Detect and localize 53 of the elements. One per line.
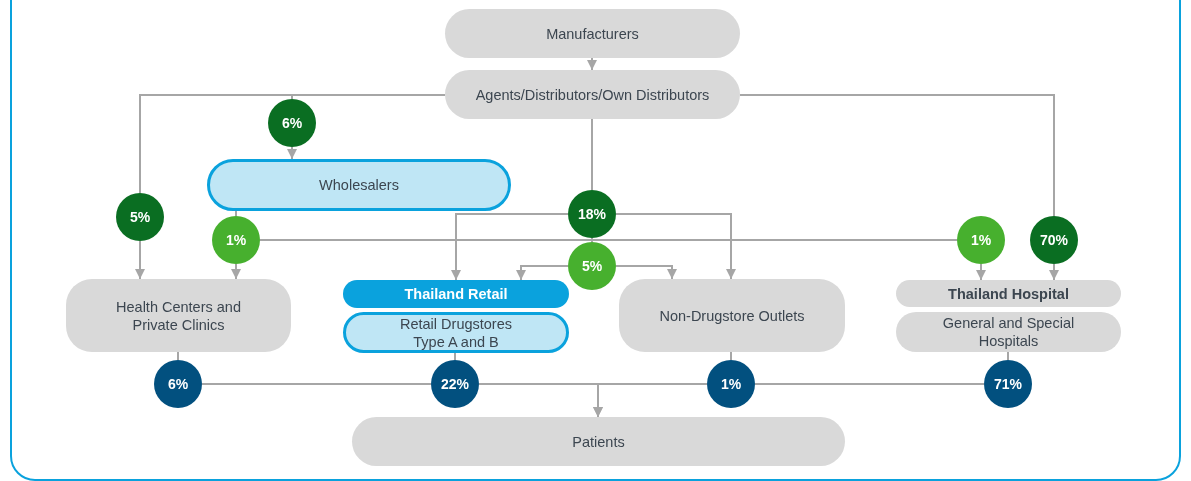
connector-arrow <box>587 57 597 71</box>
rounded-box <box>445 9 740 58</box>
percentage-circle <box>268 99 316 147</box>
connector-arrow <box>1049 263 1059 281</box>
rounded-box <box>619 279 845 352</box>
percentage-circle <box>212 216 260 264</box>
percentage-circle <box>1030 216 1078 264</box>
connector-arrow <box>231 263 241 280</box>
connector-arrow <box>287 146 297 160</box>
percentage-label: 1% <box>970 231 992 249</box>
percentage-label: 6% <box>167 375 189 393</box>
percentage-label: 6% <box>281 114 303 132</box>
rounded-box <box>207 159 511 211</box>
connector-arrow <box>615 213 736 280</box>
percentage-circle <box>116 193 164 241</box>
rounded-box <box>896 312 1121 352</box>
percentage-circle <box>707 360 755 408</box>
rounded-box <box>445 70 740 119</box>
node-label: Non-Drugstore Outlets <box>658 306 806 325</box>
node-label: Health Centers and Private Clinics <box>115 297 242 334</box>
connector-arrow <box>135 240 145 280</box>
rounded-box <box>343 312 569 353</box>
percentage-label: 5% <box>581 257 603 275</box>
connector-arrow <box>516 265 569 281</box>
connector-arrow <box>593 383 708 418</box>
connector-arrow <box>976 263 986 281</box>
connector-arrow <box>615 265 677 280</box>
percentage-circle <box>984 360 1032 408</box>
node-label: Retail Drugstores Type A and B <box>399 314 513 351</box>
rounded-box <box>343 280 569 308</box>
percentage-label: 1% <box>225 231 247 249</box>
node-label: Manufacturers <box>545 24 640 43</box>
percentage-circle <box>568 190 616 238</box>
node-label: Thailand Retail <box>403 285 509 303</box>
percentage-label: 1% <box>720 375 742 393</box>
node-label: Patients <box>571 432 626 451</box>
percentage-label: 22% <box>441 375 469 393</box>
rounded-box <box>352 417 845 466</box>
percentage-label: 5% <box>129 208 151 226</box>
connector-arrow <box>451 213 569 281</box>
node-label: Thailand Hospital <box>947 284 1070 303</box>
percentage-circle <box>957 216 1005 264</box>
percentage-label: 70% <box>1040 231 1068 249</box>
node-label: Wholesalers <box>318 176 400 194</box>
percentage-circle <box>154 360 202 408</box>
node-label: General and Special Hospitals <box>941 314 1076 350</box>
percentage-label: 18% <box>578 205 606 223</box>
percentage-circle <box>568 242 616 290</box>
percentage-circle <box>431 360 479 408</box>
node-label: Agents/Distributors/Own Distributors <box>474 85 711 104</box>
rounded-box <box>66 279 291 352</box>
rounded-box <box>896 280 1121 307</box>
percentage-label: 71% <box>994 375 1022 393</box>
